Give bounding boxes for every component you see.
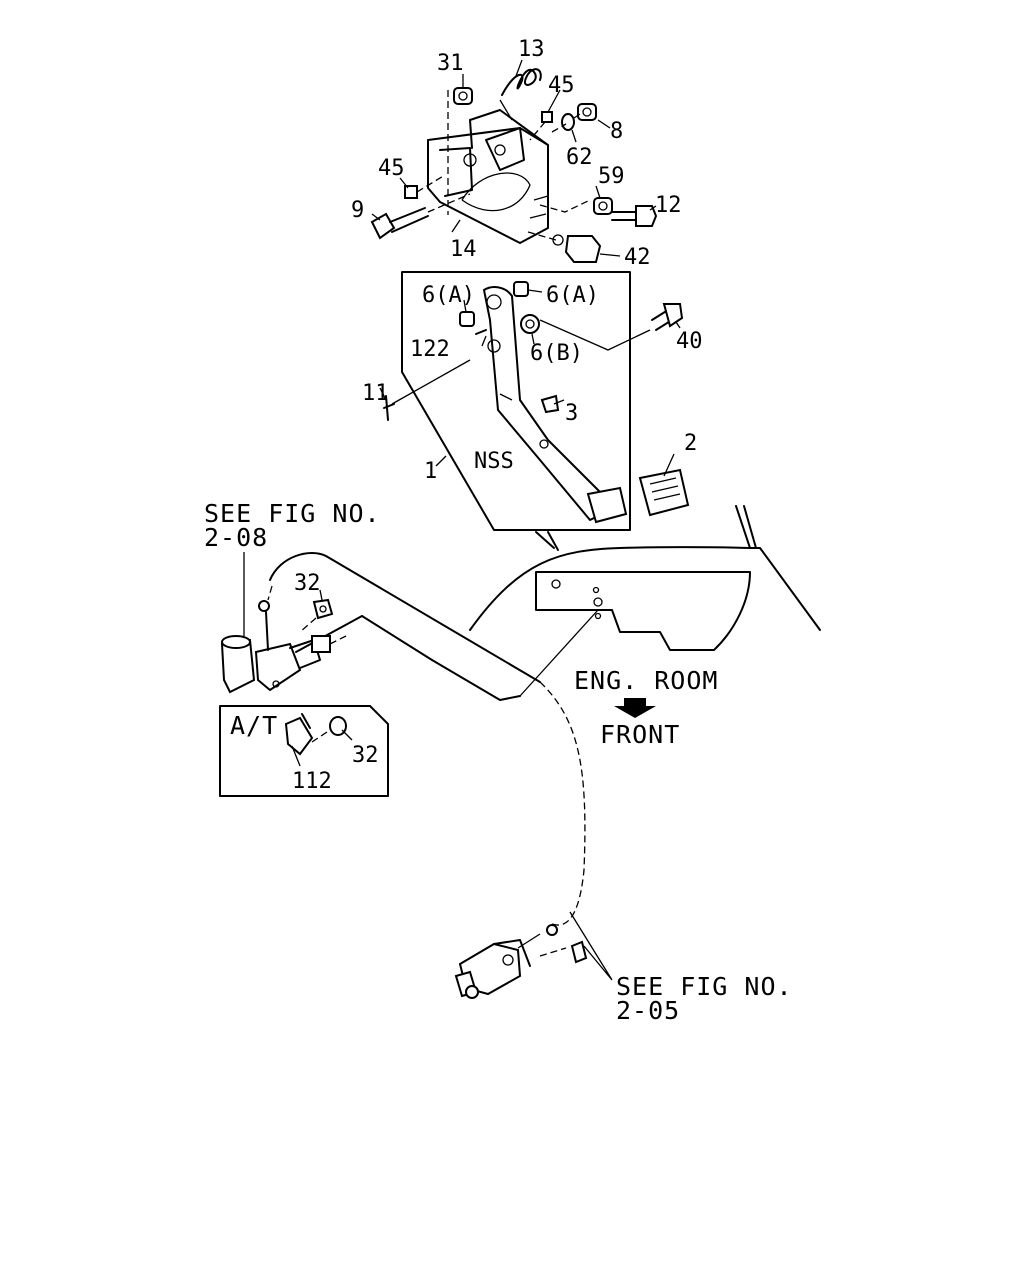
label-1: 1	[424, 459, 437, 484]
bushing-6b	[520, 314, 540, 334]
stopper-3	[540, 394, 560, 414]
label-40: 40	[676, 329, 703, 354]
switch-42	[527, 231, 602, 263]
firewall-outline	[469, 505, 821, 697]
label-45-left: 45	[378, 156, 405, 181]
label-6b: 6(B)	[530, 341, 583, 366]
washer-62	[561, 113, 575, 131]
label-2: 2	[684, 431, 697, 456]
label-14: 14	[450, 237, 477, 262]
clip-11	[383, 359, 471, 421]
eng-room-label: ENG. ROOM	[574, 666, 718, 695]
nut-8	[577, 103, 597, 121]
return-spring	[499, 68, 542, 121]
label-42: 42	[624, 245, 651, 270]
label-32-upper: 32	[294, 571, 321, 596]
reference-labels: SEE FIG NO. 2-08 SEE FIG NO. 2-05 ENG. R…	[204, 499, 793, 1025]
part-number-labels: 31 13 45 8 62 45 59 9 12 14 42 6(A) 6(A)…	[230, 37, 703, 794]
see-fig-208-number: 2-08	[204, 523, 268, 552]
bushing-6a-upper	[513, 281, 529, 297]
bolt-45-left	[404, 174, 446, 199]
clutch-master-cylinder	[220, 600, 347, 694]
pin-40	[539, 303, 684, 351]
clip-122	[475, 329, 487, 335]
label-13: 13	[518, 37, 545, 62]
label-11: 11	[362, 381, 389, 406]
label-32-lower: 32	[352, 743, 379, 768]
label-59: 59	[598, 164, 625, 189]
label-112: 112	[292, 769, 332, 794]
clutch-pedal-arm	[483, 286, 628, 524]
label-12: 12	[655, 193, 682, 218]
label-6a-left: 6(A)	[422, 283, 475, 308]
pedal-bracket-assembly	[427, 109, 549, 244]
pedal-pad-2	[638, 468, 690, 517]
nut-31	[453, 87, 473, 105]
clutch-slave-cylinder	[454, 924, 588, 999]
bolt-9	[370, 193, 471, 240]
see-fig-205-number: 2-05	[616, 996, 680, 1025]
leader-see-fig-205	[569, 911, 613, 981]
leader-lines	[291, 59, 681, 767]
see-fig-208-text: SEE FIG NO.	[204, 499, 381, 528]
bolt-12	[611, 205, 658, 227]
nut-59	[593, 197, 613, 215]
label-3: 3	[565, 401, 578, 426]
front-label: FRONT	[600, 720, 680, 749]
bolt-45-top	[529, 111, 553, 141]
label-at: A/T	[230, 711, 278, 740]
label-122: 122	[410, 337, 450, 362]
clutch-hydraulic-line	[267, 552, 586, 926]
label-6a-right: 6(A)	[546, 283, 599, 308]
label-nss: NSS	[474, 449, 514, 474]
label-45-top: 45	[548, 73, 575, 98]
label-9: 9	[351, 198, 364, 223]
bushing-6a-left	[459, 311, 475, 327]
label-31: 31	[437, 51, 464, 76]
label-8: 8	[610, 119, 623, 144]
nut-32-upper	[299, 598, 334, 633]
label-62: 62	[566, 145, 593, 170]
pedal-detail-frame	[401, 271, 631, 531]
front-arrow-icon	[614, 698, 656, 718]
see-fig-205-text: SEE FIG NO.	[616, 972, 793, 1001]
